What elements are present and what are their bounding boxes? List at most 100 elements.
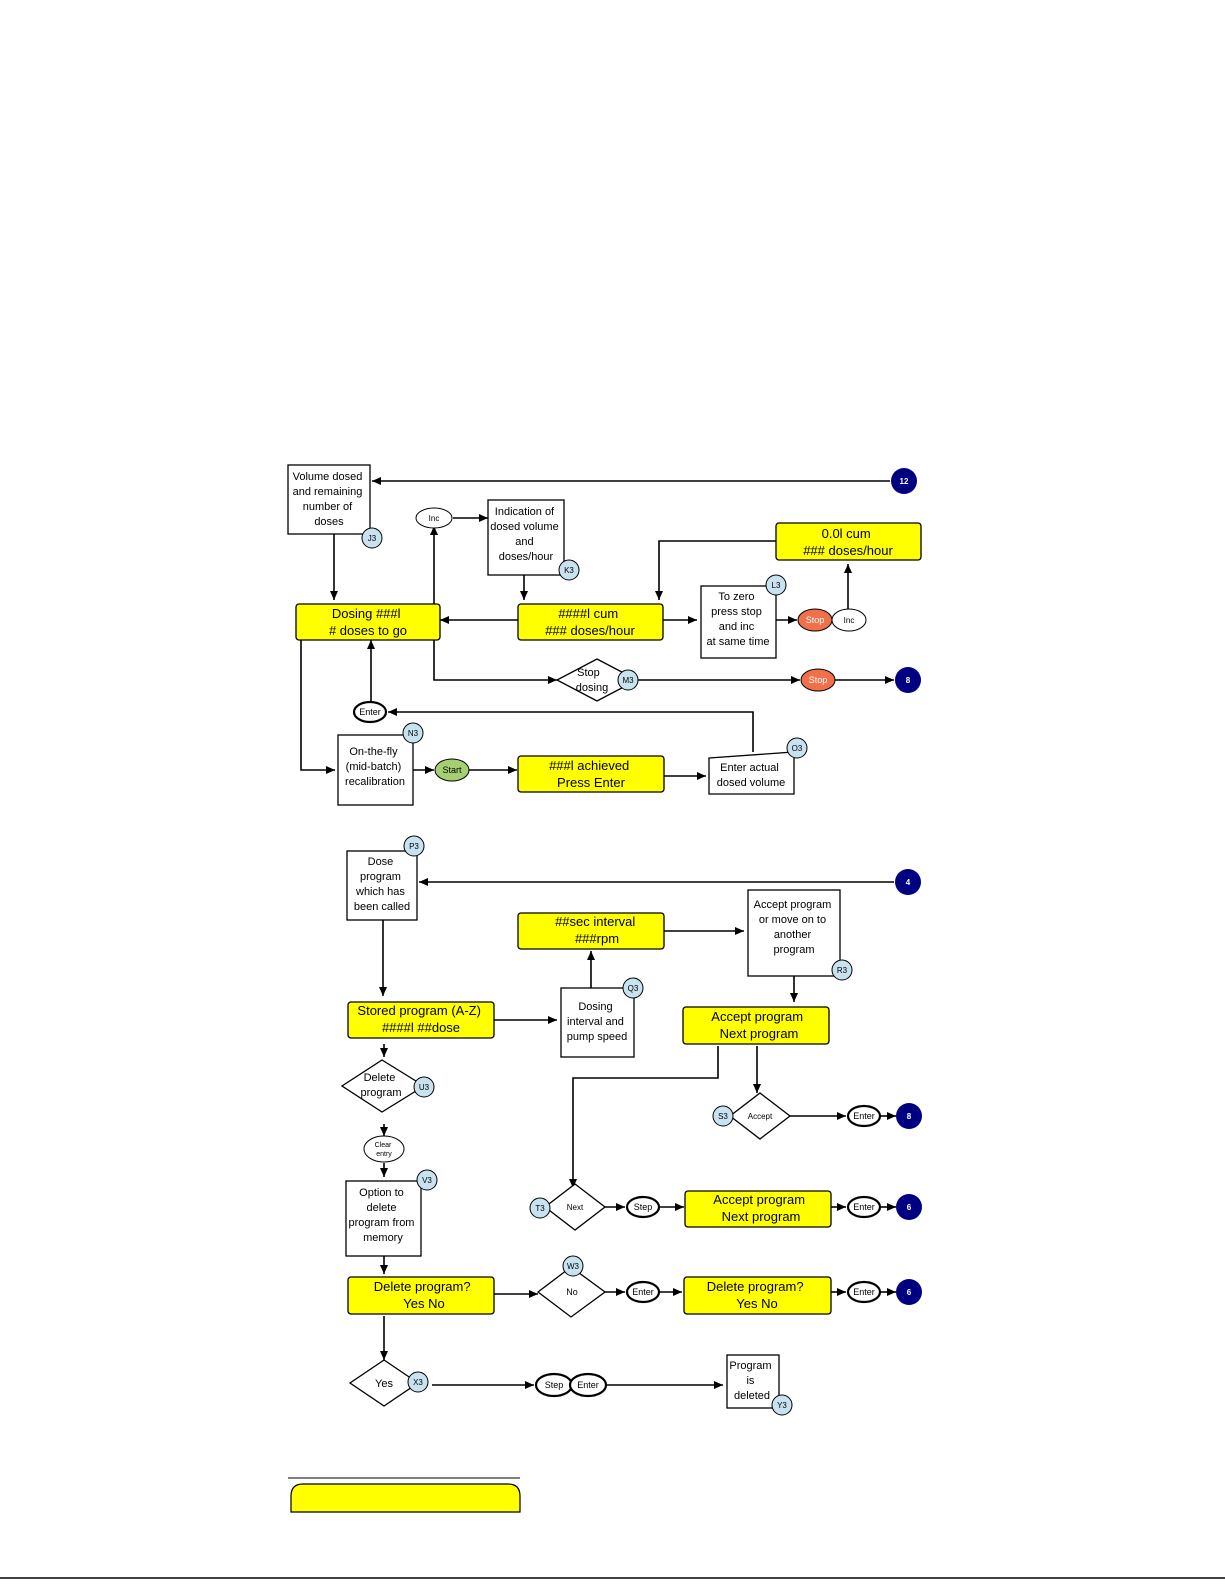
svg-text:Enter: Enter: [632, 1287, 654, 1297]
svg-text:Accept program or move o: Accept program or move on to another pro…: [754, 899, 835, 956]
svg-text:L3: L3: [772, 581, 781, 590]
svg-text:Dosing interval and: Dosing interval and pump speed: [567, 1001, 628, 1043]
inc-key-zero: Inc: [831, 608, 867, 632]
connector-8-top: 8: [895, 667, 921, 693]
svg-text:Accept program Next prog: Accept program Next program: [711, 1009, 806, 1041]
svg-text:Enter: Enter: [853, 1111, 875, 1121]
svg-text:Stored program (A-Z) ###: Stored program (A-Z) ####l ##dose: [357, 1003, 484, 1035]
svg-text:Program is deleted: Program is deleted: [729, 1360, 774, 1402]
ref-l3: L3: [765, 574, 787, 596]
on-the-fly-box: On-the-fly (mid-batch) recalibration: [337, 734, 414, 806]
svg-text:X3: X3: [413, 1378, 423, 1387]
flow2-lines: [379, 878, 896, 1389]
delete-program-decision: Delete program: [340, 1059, 426, 1113]
svg-text:6: 6: [907, 1203, 912, 1212]
to-zero-box: To zero press stop and inc at same time: [700, 585, 777, 659]
svg-text:Accept program Next prog: Accept program Next program: [713, 1192, 808, 1224]
connector-6-bottom: 6: [896, 1279, 922, 1305]
accept-decision: Accept: [728, 1092, 792, 1140]
svg-text:No: No: [566, 1287, 578, 1297]
enter-key-recal: Enter: [352, 700, 388, 724]
svg-text:Inc: Inc: [844, 616, 855, 625]
dosing-interval-box: Dosing interval and pump speed: [560, 987, 635, 1058]
achieved-display: ###l achieved Press Enter: [517, 755, 665, 793]
svg-text:Enter: Enter: [853, 1202, 875, 1212]
ref-v3: V3: [416, 1169, 438, 1191]
svg-text:Option to delete p: Option to delete program from memory: [348, 1187, 417, 1244]
ref-y3: Y3: [771, 1394, 793, 1416]
enter-key-next: Enter: [846, 1195, 882, 1219]
ref-x3: X3: [407, 1371, 429, 1393]
enter-key-delete: Enter: [846, 1280, 882, 1304]
cum-display: ####l cum ### doses/hour: [517, 603, 664, 641]
stop-key: Stop: [800, 668, 836, 692]
next-decision: Next: [543, 1183, 607, 1231]
svg-text:Start: Start: [442, 765, 462, 775]
svg-text:R3: R3: [837, 966, 848, 975]
svg-text:Stop dosing: Stop dosing: [576, 667, 608, 694]
svg-text:Yes: Yes: [375, 1378, 393, 1390]
svg-text:V3: V3: [422, 1176, 432, 1185]
svg-text:8: 8: [907, 1112, 912, 1121]
dose-program-box: Dose program which has been called: [346, 850, 418, 921]
ref-j3: J3: [361, 527, 383, 549]
svg-text:U3: U3: [419, 1083, 430, 1092]
ref-w3: W3: [562, 1255, 584, 1277]
volume-dosed-box: Volume dosed and remaining number of dos…: [287, 464, 371, 535]
svg-text:12: 12: [900, 477, 909, 486]
dosing-display: Dosing ###l # doses to go: [295, 603, 441, 641]
ref-m3: M3: [617, 669, 639, 691]
svg-text:Enter: Enter: [359, 707, 381, 717]
svg-text:Accept: Accept: [748, 1112, 773, 1121]
svg-text:T3: T3: [535, 1204, 545, 1213]
stop-key-zero: Stop: [797, 608, 833, 632]
svg-text:6: 6: [907, 1288, 912, 1297]
delete-program-display-2: Delete program? Yes No: [683, 1276, 832, 1315]
svg-text:K3: K3: [564, 566, 574, 575]
svg-text:J3: J3: [368, 534, 377, 543]
accept-or-move-box: Accept program or move on to another pro…: [747, 889, 841, 977]
svg-text:Volume dosed and remaini: Volume dosed and remaining number of dos…: [293, 471, 366, 528]
connector-4: 4: [895, 869, 921, 895]
ref-o3: O3: [786, 737, 808, 759]
svg-text:Delete program: Delete program: [361, 1072, 402, 1099]
ref-t3: T3: [529, 1197, 551, 1219]
svg-text:N3: N3: [408, 729, 419, 738]
svg-text:P3: P3: [409, 842, 419, 851]
ref-s3: S3: [712, 1105, 734, 1127]
svg-text:Y3: Y3: [777, 1401, 787, 1410]
svg-text:Clear entry: Clear entry: [375, 1142, 394, 1158]
start-key: Start: [434, 758, 470, 782]
svg-text:Stop: Stop: [809, 675, 828, 685]
option-delete-box: Option to delete program from memory: [345, 1180, 422, 1257]
flow1-lines: [300, 477, 894, 780]
bottom-yellow-tab: [288, 1477, 521, 1513]
indication-box: Indication of dosed volume and doses/hou…: [487, 499, 565, 576]
ref-r3: R3: [831, 959, 853, 981]
connector-6-top: 6: [896, 1194, 922, 1220]
svg-text:8: 8: [906, 676, 911, 685]
connector-12: 12: [891, 468, 917, 494]
delete-program-display: Delete program? Yes No: [347, 1276, 495, 1315]
svg-text:Inc: Inc: [429, 514, 440, 523]
no-decision: No: [536, 1266, 607, 1318]
accept-next-display-2: Accept program Next program: [684, 1190, 832, 1228]
svg-text:Q3: Q3: [628, 984, 639, 993]
ref-n3: N3: [402, 722, 424, 744]
program-deleted-box: Program is deleted: [726, 1354, 780, 1409]
svg-text:Enter: Enter: [853, 1287, 875, 1297]
svg-text:###l achieved Press Ente: ###l achieved Press Enter: [549, 758, 633, 790]
clear-entry-key: Clear entry: [363, 1135, 405, 1163]
svg-text:Delete program? Yes No: Delete program? Yes No: [374, 1279, 474, 1311]
svg-text:Dosing ###l # doses to g: Dosing ###l # doses to go: [329, 606, 407, 638]
step-key-next: Step: [625, 1195, 661, 1219]
svg-text:O3: O3: [792, 744, 803, 753]
connector-8-bottom: 8: [896, 1103, 922, 1129]
svg-text:##sec interval ###rpm: ##sec interval ###rpm: [555, 914, 639, 946]
svg-text:Step: Step: [634, 1202, 653, 1212]
svg-text:Step: Step: [545, 1380, 564, 1390]
enter-key-yes: Enter: [568, 1372, 608, 1398]
svg-text:S3: S3: [718, 1112, 728, 1121]
svg-text:Enter actual dosed volum: Enter actual dosed volume: [717, 762, 786, 789]
